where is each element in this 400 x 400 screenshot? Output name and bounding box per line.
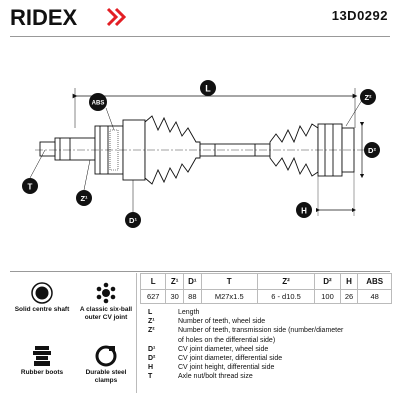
legend-key: D¹	[148, 345, 156, 353]
legend-key: D²	[148, 355, 156, 363]
legend-row: L Length	[148, 308, 398, 317]
value-cell: M27x1.5	[200, 289, 258, 304]
header-cell: Z¹	[165, 273, 184, 290]
abs-label: ABS	[89, 93, 107, 111]
legend-text: Number of teeth, transmission side (numb…	[178, 327, 344, 335]
feature-label: Durable steel clamps	[85, 369, 127, 384]
legend-key	[148, 336, 178, 345]
header-cell: D²	[314, 273, 341, 290]
legend-key: Z¹	[148, 318, 155, 326]
z1-label: Z¹	[76, 190, 92, 206]
value-cell: 26	[339, 289, 359, 304]
header-cell: L	[139, 273, 167, 290]
svg-text:Z¹: Z¹	[80, 194, 88, 203]
legend-row: T Axle nut/bolt thread size	[148, 372, 398, 381]
legend-key: L	[148, 309, 153, 316]
legend-text: CV joint diameter, differential side	[178, 355, 283, 363]
legend-row: of holes on the differential side)	[148, 336, 398, 345]
header-cell: Z²	[256, 273, 316, 290]
value-cell: 100	[314, 289, 341, 304]
feature-label: Solid centre shaft	[14, 306, 70, 313]
legend-text: Number of teeth, wheel side	[178, 318, 266, 326]
feature-label: Rubber boots	[20, 369, 64, 376]
legend-key: T	[148, 373, 153, 381]
svg-text:D²: D²	[368, 146, 376, 155]
brand-name: RIDEX	[10, 5, 78, 29]
legend-row: D² CV joint diameter, differential side	[148, 354, 398, 363]
legend-text: CV joint height, differential side	[178, 364, 275, 372]
svg-text:Z²: Z²	[364, 93, 372, 102]
legend-row: Z² Number of teeth, transmission side (nu…	[148, 326, 398, 335]
table-divider	[136, 273, 137, 393]
ridex-logo: RIDEX	[10, 5, 127, 29]
legend-row: D¹ CV joint diameter, wheel side	[148, 345, 398, 354]
header-cell: D¹	[182, 273, 202, 290]
d1-label: D¹	[125, 212, 141, 228]
legend-text: CV joint diameter, wheel side	[178, 345, 269, 353]
feature-six-ball-joint: A classic six-ball outer CV joint	[76, 282, 136, 321]
legend-key: Z²	[148, 327, 155, 335]
svg-text:L: L	[205, 84, 211, 94]
value-cell: 88	[182, 289, 202, 304]
z2-label: Z²	[360, 89, 376, 105]
solid-shaft-icon	[31, 282, 53, 304]
drive-shaft-diagram: L	[22, 80, 380, 228]
part-number: 13D0292	[331, 8, 388, 23]
legend-text: of holes on the differential side)	[178, 336, 276, 344]
value-cell: 627	[139, 289, 167, 304]
six-ball-joint-icon	[96, 282, 116, 304]
legend-row: H CV joint height, differential side	[148, 363, 398, 372]
header-divider	[10, 36, 390, 37]
svg-text:T: T	[28, 183, 33, 192]
t-label: T	[22, 178, 38, 194]
length-label: L	[200, 80, 216, 96]
svg-text:ABS: ABS	[92, 101, 105, 107]
value-cell: 30	[165, 289, 184, 304]
steel-clamp-icon	[95, 345, 117, 367]
diagram-divider	[10, 271, 390, 272]
rubber-boot-icon	[33, 346, 51, 366]
legend-text: Length	[178, 309, 200, 316]
svg-text:H: H	[301, 207, 307, 216]
h-label: H	[296, 202, 312, 218]
value-cell: 48	[357, 289, 392, 304]
spec-table-header-row: L Z¹ D¹ T Z² D² H ABS	[139, 273, 392, 290]
feature-label: A classic six-ball outer CV joint	[79, 306, 133, 321]
legend-row: Z¹ Number of teeth, wheel side	[148, 317, 398, 326]
header-cell: ABS	[357, 273, 392, 290]
feature-solid-shaft: Solid centre shaft	[12, 282, 72, 314]
value-cell: 6 - d10.5	[256, 289, 316, 304]
spec-table-value-row: 627 30 88 M27x1.5 6 - d10.5 100 26 48	[139, 289, 392, 304]
d2-label: D²	[364, 142, 380, 158]
legend: L Length Z¹ Number of teeth, wheel side Z²…	[148, 308, 398, 382]
legend-text: Axle nut/bolt thread size	[178, 373, 253, 381]
legend-key: H	[148, 364, 154, 372]
spec-table: L Z¹ D¹ T Z² D² H ABS 627 30 88 M27x1.5 …	[139, 273, 392, 304]
feature-rubber-boots: Rubber boots	[12, 345, 72, 377]
header-cell: H	[339, 273, 359, 290]
header-cell: T	[200, 273, 258, 290]
svg-text:D¹: D¹	[129, 216, 137, 225]
feature-steel-clamps: Durable steel clamps	[76, 345, 136, 384]
header: RIDEX 13D0292	[0, 0, 400, 34]
drive-shaft	[39, 115, 355, 185]
